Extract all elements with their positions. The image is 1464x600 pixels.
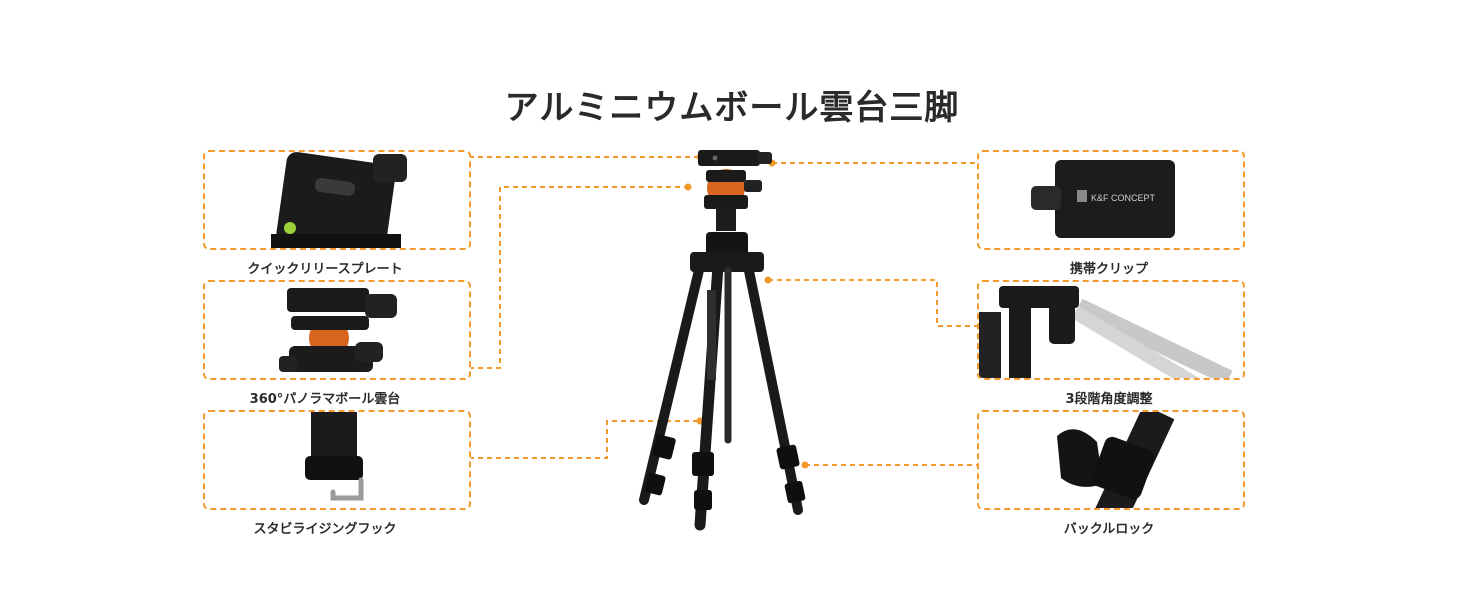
feature-label-stabilizing-hook: スタビライジングフック [253, 522, 397, 537]
feature-box-stabilizing-hook [203, 410, 471, 510]
feature-box-buckle-lock [977, 410, 1245, 510]
carry-clip-image: K&F CONCEPT [1031, 160, 1175, 238]
feature-box-angle-adjust [977, 280, 1245, 380]
feature-label-buckle-lock: バックルロック [1063, 522, 1155, 537]
panorama-ball-head-image [279, 288, 397, 372]
feature-box-quick-release-plate [203, 150, 471, 250]
page-title: アルミニウムボール雲台三脚 [504, 88, 960, 128]
feature-label-panorama-ball-head: 360°パノラマボール雲台 [249, 392, 401, 407]
feature-box-panorama-ball-head [203, 280, 471, 380]
feature-box-carry-clip: K&F CONCEPT [977, 150, 1245, 250]
stabilizing-hook-image [305, 412, 364, 501]
quick-release-plate-image [271, 152, 407, 248]
feature-label-quick-release-plate: クイックリリースプレート [247, 262, 403, 277]
feature-label-angle-adjust: 3段階角度調整 [1065, 392, 1153, 407]
buckle-lock-image [1057, 412, 1175, 508]
angle-adjust-image [979, 286, 1233, 378]
feature-label-carry-clip: 携帯クリップ [1069, 262, 1148, 277]
tripod-image [639, 150, 806, 531]
carry-clip-brand: K&F CONCEPT [1091, 193, 1156, 203]
